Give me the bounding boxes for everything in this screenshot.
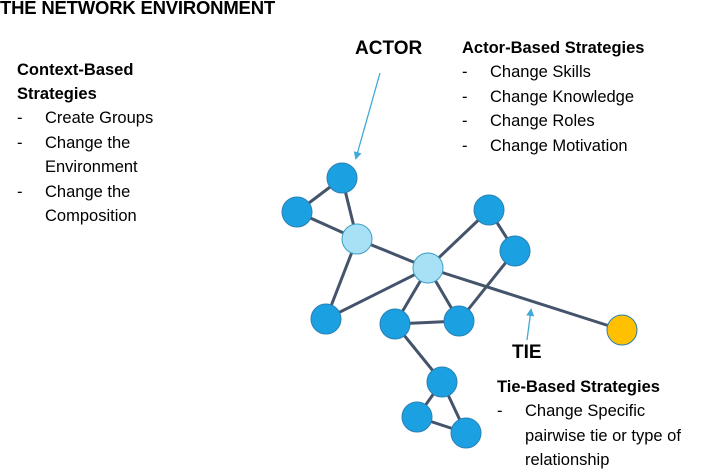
network-edges bbox=[296, 176, 623, 435]
node-blue bbox=[281, 196, 313, 228]
actor-strategies-block: Actor-Based Strategies Change Skills Cha… bbox=[462, 36, 702, 158]
node-actor-highlight bbox=[341, 223, 373, 255]
actor-strategies-list: Change Skills Change Knowledge Change Ro… bbox=[462, 60, 702, 158]
page-title: THE NETWORK ENVIRONMENT bbox=[0, 0, 275, 18]
tie-strategies-block: Tie-Based Strategies Change Specific pai… bbox=[497, 375, 708, 473]
tie-arrow bbox=[526, 308, 535, 341]
list-item: Change Specific pairwise tie or type of … bbox=[497, 399, 708, 473]
node-blue bbox=[310, 303, 342, 335]
tie-label: TIE bbox=[512, 342, 542, 363]
node-hub-highlight bbox=[412, 252, 444, 284]
actor-label: ACTOR bbox=[355, 38, 423, 59]
list-item: Change Knowledge bbox=[462, 85, 702, 110]
context-heading-line1: Context-Based bbox=[17, 61, 134, 79]
context-strategies-list: Create Groups Change the Environment Cha… bbox=[17, 106, 197, 229]
list-item: Change Roles bbox=[462, 109, 702, 134]
node-blue bbox=[450, 417, 482, 449]
list-item: Change Skills bbox=[462, 60, 702, 85]
actor-strategies-heading: Actor-Based Strategies bbox=[462, 39, 645, 57]
label-arrows bbox=[353, 72, 535, 341]
list-item: Change the Environment bbox=[17, 131, 197, 180]
context-strategies-heading: Context-Based Strategies bbox=[17, 58, 197, 106]
node-blue bbox=[499, 235, 531, 267]
node-blue bbox=[401, 401, 433, 433]
node-orange bbox=[606, 314, 638, 346]
node-blue bbox=[326, 162, 358, 194]
actor-arrow bbox=[353, 72, 381, 160]
context-strategies-block: Context-Based Strategies Create Groups C… bbox=[17, 58, 197, 229]
list-item: Create Groups bbox=[17, 106, 197, 131]
node-blue bbox=[426, 366, 458, 398]
list-item: Change Motivation bbox=[462, 134, 702, 159]
network-edge bbox=[325, 266, 429, 321]
list-item: Change the Composition bbox=[17, 180, 197, 229]
context-heading-line2: Strategies bbox=[17, 85, 97, 103]
node-blue bbox=[473, 194, 505, 226]
tie-strategies-heading: Tie-Based Strategies bbox=[497, 378, 660, 396]
node-blue bbox=[443, 305, 475, 337]
network-nodes bbox=[281, 162, 638, 449]
node-blue bbox=[379, 308, 411, 340]
network-edge bbox=[427, 266, 623, 332]
tie-strategies-list: Change Specific pairwise tie or type of … bbox=[497, 399, 708, 473]
